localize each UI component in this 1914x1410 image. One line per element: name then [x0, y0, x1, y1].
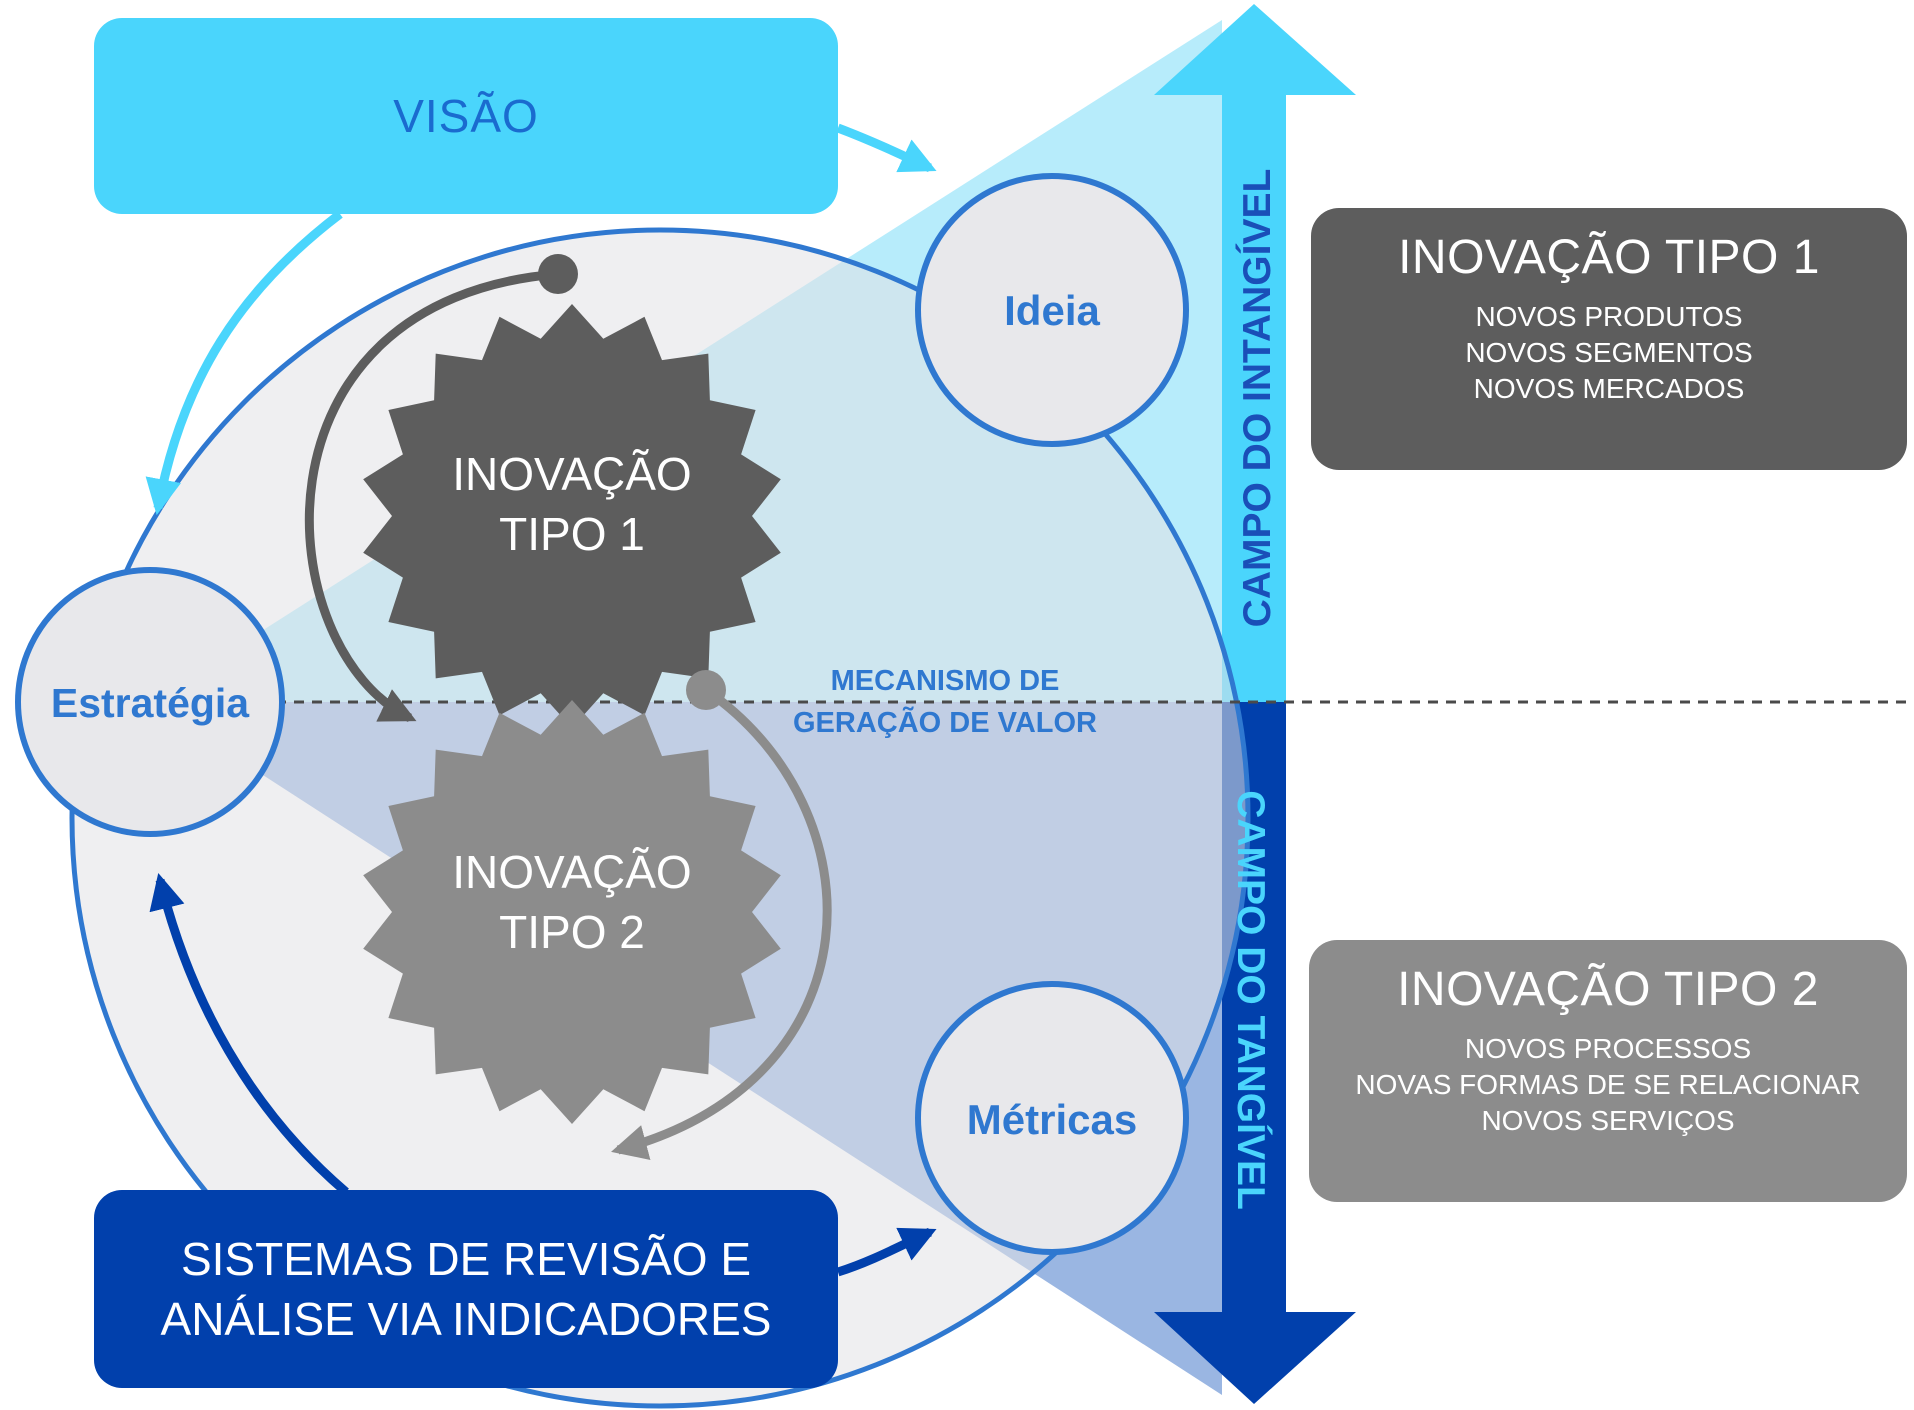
- review-systems-line1: SISTEMAS DE REVISÃO E: [180, 1233, 752, 1285]
- estrategia-label: Estratégia: [51, 680, 250, 726]
- type1-panel-item: NOVOS MERCADOS: [1473, 373, 1745, 404]
- vision-to-ideia-arrow: [836, 123, 937, 173]
- review-to-strategy-arrow: [149, 873, 349, 1196]
- mechanism-line1: MECANISMO DE: [831, 665, 1060, 697]
- review-to-metricas-arrow: [836, 1227, 937, 1277]
- ideia-label: Ideia: [1004, 287, 1100, 334]
- type2-panel: INOVAÇÃO TIPO 2 NOVOS PROCESSOS NOVAS FO…: [1309, 940, 1907, 1202]
- estrategia-node: [15, 567, 285, 837]
- type2-panel-item: NOVOS PROCESSOS: [1464, 1033, 1752, 1064]
- type2-cycle-arrow: [611, 686, 832, 1160]
- type1-panel-item: NOVOS PRODUTOS: [1475, 301, 1743, 332]
- metricas-node: [915, 981, 1189, 1255]
- type2-panel-title: INOVAÇÃO TIPO 2: [1397, 963, 1819, 1016]
- metricas-label: Métricas: [967, 1096, 1137, 1143]
- type1-panel-item: NOVOS SEGMENTOS: [1465, 337, 1753, 368]
- intangible-axis-band: [1222, 95, 1286, 702]
- type1-cycle-arrow: [304, 269, 559, 723]
- type1-panel-title: INOVAÇÃO TIPO 1: [1398, 231, 1820, 284]
- tangible-axis-label: CAMPO DO TANGÍVEL: [1229, 790, 1273, 1210]
- type2-panel-item: NOVOS SERVIÇOS: [1481, 1105, 1735, 1136]
- type2-panel-item: NOVAS FORMAS DE SE RELACIONAR: [1355, 1069, 1861, 1100]
- gear-type2-line1: INOVAÇÃO: [452, 846, 691, 898]
- gear-type1-line1: INOVAÇÃO: [452, 448, 691, 500]
- gear-type1-line2: TIPO 1: [499, 508, 645, 560]
- type1-cycle-start: [538, 254, 578, 294]
- review-systems-box: SISTEMAS DE REVISÃO E ANÁLISE VIA INDICA…: [94, 1190, 838, 1388]
- gear-type2: [363, 700, 781, 1124]
- type2-cycle-start: [686, 670, 726, 710]
- vision-label: VISÃO: [393, 90, 539, 142]
- intangible-axis-label: CAMPO DO INTANGÍVEL: [1235, 169, 1279, 628]
- mechanism-line2: GERAÇÃO DE VALOR: [793, 705, 1097, 739]
- type1-panel-list: NOVOS PRODUTOS NOVOS SEGMENTOS NOVOS MER…: [1465, 299, 1752, 407]
- gear-type1: [363, 304, 781, 728]
- gear-type2-line2: TIPO 2: [499, 906, 645, 958]
- vision-box: VISÃO: [94, 18, 838, 214]
- tangible-arrow-head: [1154, 1312, 1356, 1404]
- review-systems-line2: ANÁLISE VIA INDICADORES: [160, 1293, 772, 1345]
- intangible-arrow-head: [1154, 4, 1356, 95]
- ideia-node: [915, 173, 1189, 447]
- type1-panel: INOVAÇÃO TIPO 1 NOVOS PRODUTOS NOVOS SEG…: [1311, 208, 1907, 470]
- type2-panel-list: NOVOS PROCESSOS NOVAS FORMAS DE SE RELAC…: [1355, 1031, 1860, 1139]
- vision-to-strategy-arrow: [145, 210, 343, 516]
